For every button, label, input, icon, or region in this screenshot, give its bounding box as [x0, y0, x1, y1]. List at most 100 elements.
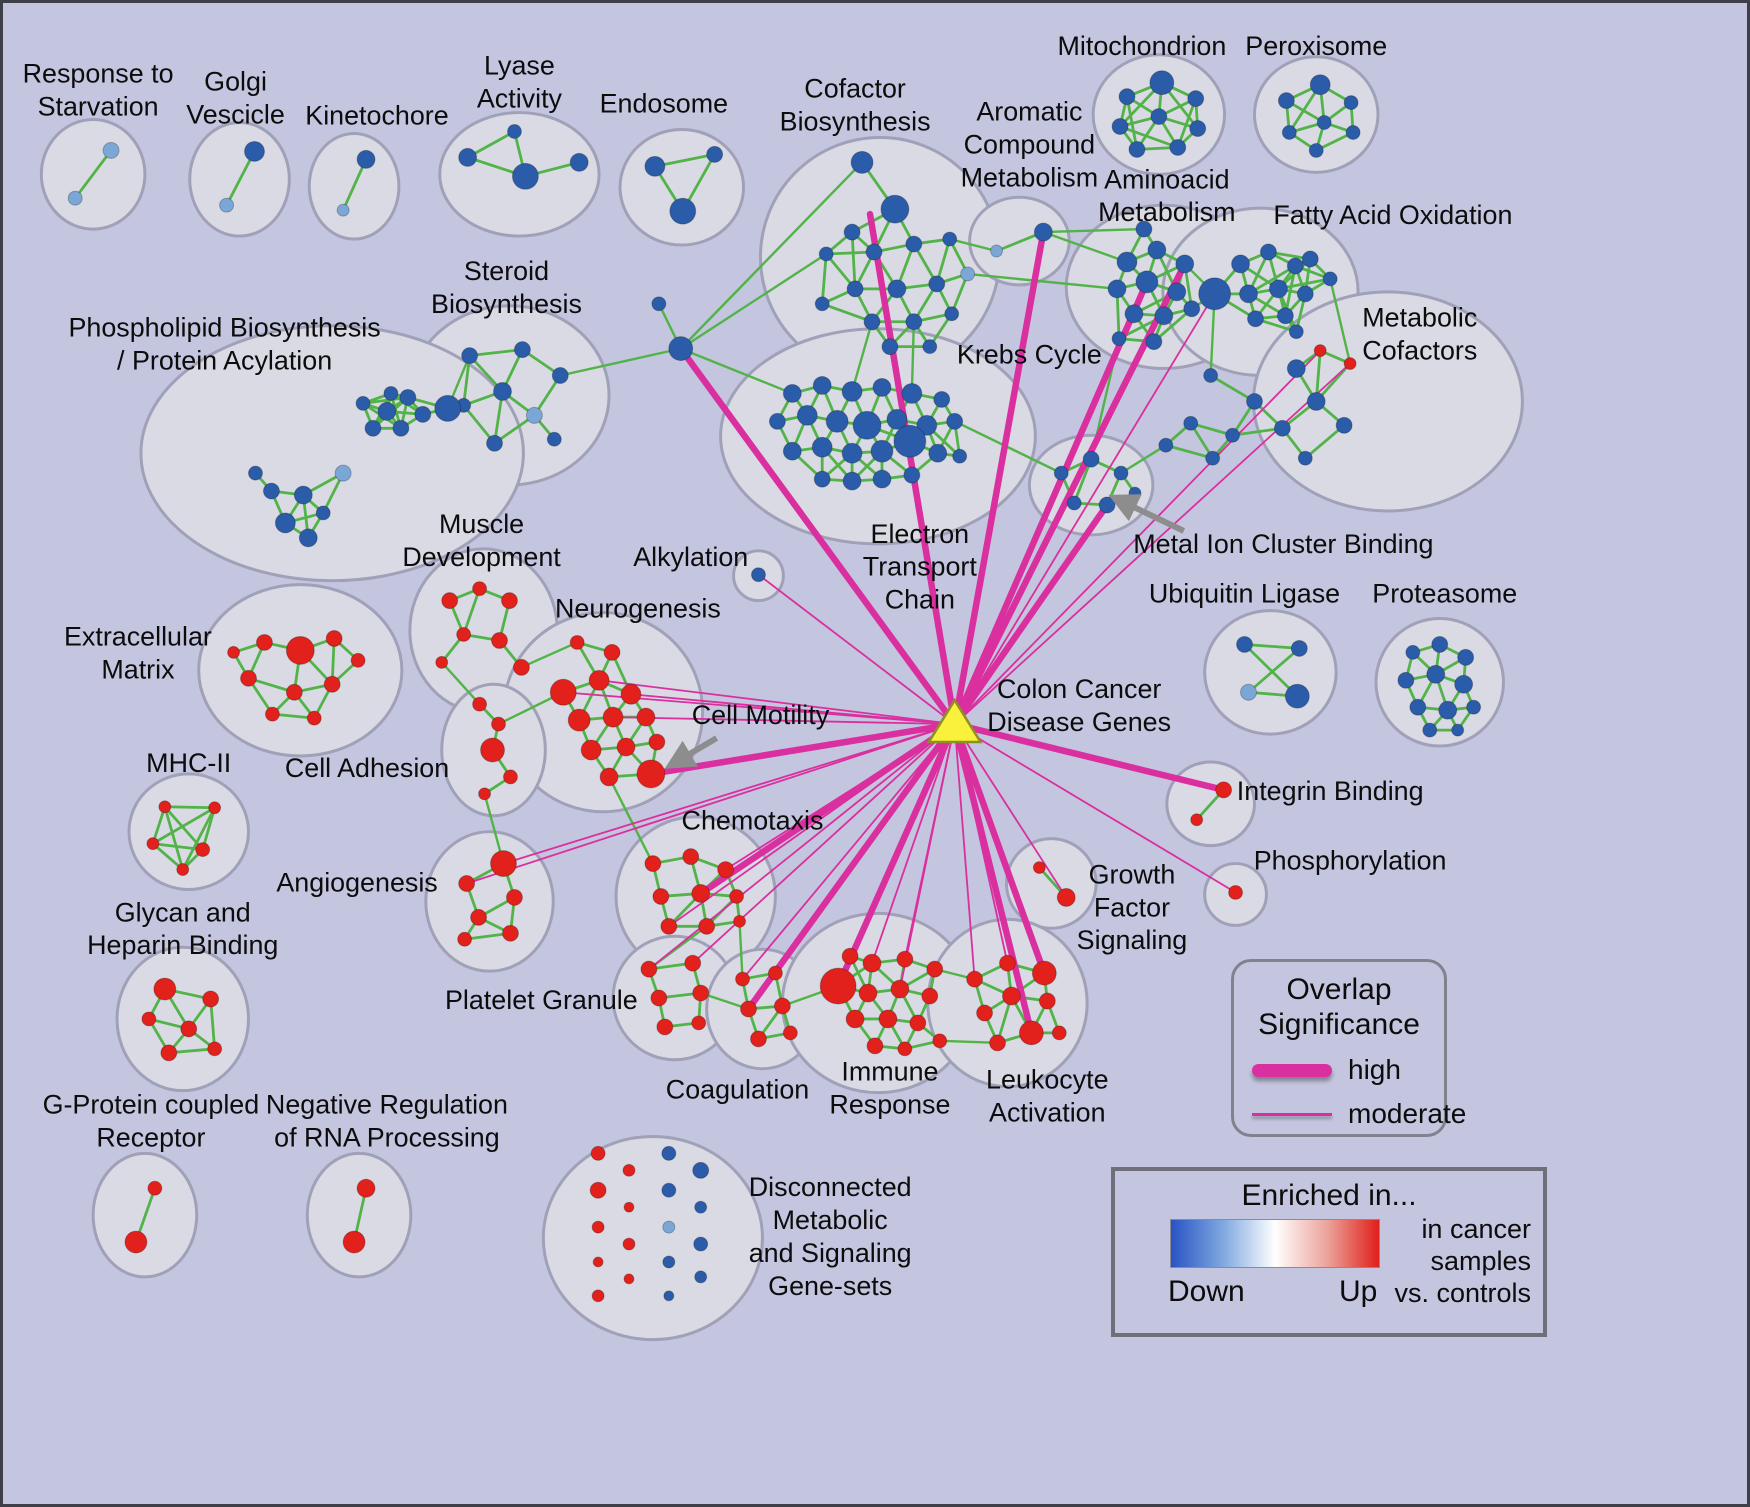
gene-set-node [1316, 115, 1332, 130]
gene-set-node [1281, 125, 1297, 140]
gene-set-node [1451, 723, 1465, 737]
gene-set-node [661, 1145, 677, 1161]
gene-set-node [146, 837, 160, 851]
cluster-ellipse-peroxisome [1252, 55, 1380, 174]
label-krebs-cycle: Krebs Cycle [957, 340, 1102, 370]
gene-set-node [491, 716, 506, 732]
gene-set-node [1187, 90, 1205, 108]
gene-set-node [350, 652, 366, 668]
gene-set-node [845, 1009, 865, 1029]
gene-set-node [1454, 674, 1474, 694]
gene-set-node [818, 246, 834, 262]
gene-set-node [1118, 88, 1136, 106]
gene-set-node [457, 931, 473, 947]
gene-set-node [1286, 359, 1306, 379]
gene-set-node [1150, 108, 1168, 126]
gene-set-edge [1176, 98, 1198, 148]
gene-set-edge [1232, 426, 1283, 437]
gene-set-node [551, 367, 569, 384]
gene-set-edge [462, 404, 496, 445]
gene-set-node [1438, 700, 1458, 720]
gene-set-node [1113, 465, 1129, 481]
gene-set-edge [1152, 307, 1193, 343]
label-cell-motility: Cell Motility [692, 700, 830, 730]
gene-set-node [342, 1230, 366, 1254]
gene-set-node [1409, 698, 1427, 716]
gene-set-node [1426, 664, 1446, 684]
gene-set-node [1457, 648, 1475, 666]
gene-set-node [1189, 120, 1207, 137]
gene-set-node [960, 266, 976, 282]
label-coagulation: Coagulation [666, 1075, 809, 1105]
gene-set-node [1098, 496, 1116, 514]
gene-set-edge [821, 302, 873, 324]
gene-set-node [1032, 861, 1046, 875]
gene-set-edge [151, 806, 167, 845]
gene-set-node [493, 381, 512, 401]
cluster-ellipse-angiogenesis [424, 830, 555, 973]
gene-set-node [1268, 279, 1288, 299]
gene-set-node [1205, 450, 1221, 466]
gene-set-node [207, 1041, 223, 1057]
gene-set-node [1231, 254, 1251, 274]
gene-set-edge [152, 842, 203, 852]
gene-set-node [1215, 781, 1233, 799]
legend-item-moderate: moderate [1252, 1098, 1466, 1130]
gene-set-node [392, 419, 410, 437]
gene-set-node [1018, 1020, 1044, 1046]
gene-set-node [661, 1182, 677, 1198]
gene-set-node [470, 908, 488, 926]
gene-set-node [691, 1015, 707, 1031]
gene-set-edge [341, 158, 368, 211]
gene-set-node [862, 953, 882, 973]
gene-set-node [1236, 635, 1253, 653]
gene-set-edge [967, 272, 1118, 291]
gene-set-edge [1247, 647, 1301, 694]
gene-set-node [1246, 392, 1263, 410]
gene-set-node [264, 706, 280, 722]
gene-set-edge [1042, 230, 1128, 264]
gene-set-node [1190, 813, 1204, 827]
gene-set-node [1290, 639, 1308, 657]
enrichment-note-line1: in cancer [1421, 1214, 1531, 1244]
gene-set-node [782, 1025, 798, 1041]
gene-set-edge [954, 420, 1062, 475]
gene-set-node [662, 1220, 676, 1234]
gene-set-edge [1329, 278, 1352, 364]
label-angiogenesis: Angiogenesis [276, 867, 437, 897]
gene-set-node [1309, 74, 1331, 96]
label-neurogenesis: Neurogenesis [555, 594, 721, 624]
gene-set-node [1343, 95, 1359, 111]
gene-set-node [881, 338, 899, 356]
gene-set-node [656, 1018, 674, 1036]
gene-set-node [880, 194, 910, 224]
gene-set-node [1284, 683, 1310, 709]
gene-set-node [841, 442, 863, 464]
overlap-link-high [745, 720, 958, 1013]
gene-set-node [1066, 495, 1082, 511]
overlap-link-moderate [899, 723, 956, 990]
gene-set-node [1247, 310, 1264, 328]
gene-set-node [219, 197, 235, 213]
gene-set-edge [1119, 125, 1179, 149]
cluster-ellipse-growth-factor-signaling [1004, 837, 1098, 930]
gene-set-node [274, 512, 296, 534]
gene-set-node [325, 629, 343, 647]
gene-set-node [999, 954, 1016, 972]
gene-set-node [663, 1290, 675, 1302]
label-mitochondrion: Mitochondrion [1058, 31, 1227, 61]
gene-set-node [580, 739, 602, 761]
gene-set-edge [949, 237, 997, 253]
gene-set-node [480, 737, 505, 763]
gene-set-node [684, 954, 702, 972]
enrichment-down-label: Down [1168, 1275, 1245, 1308]
gene-set-node [1082, 450, 1100, 468]
overlap-link-high [951, 720, 1035, 1037]
gene-set-node [865, 243, 883, 261]
gene-set-edge [1043, 227, 1144, 234]
gene-set-node [248, 465, 263, 481]
